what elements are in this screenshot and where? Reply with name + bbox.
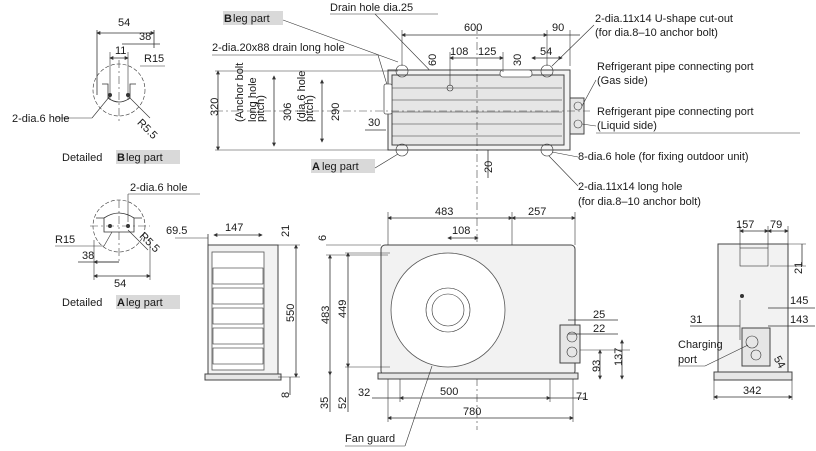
detail-b-caption-rest: leg part — [126, 152, 163, 164]
dim-30-top: 30 — [512, 54, 524, 66]
dim-290: 290 — [330, 103, 342, 121]
dim-22: 22 — [593, 323, 605, 335]
detail-a-view: 2-dia.6 hole R15 R5.5 38 54 Detailed A l… — [55, 182, 200, 309]
fix-hole-label: 8-dia.6 hole (for fixing outdoor unit) — [578, 151, 749, 163]
dim-54-right: 54 — [771, 354, 788, 371]
dim-500: 500 — [440, 386, 458, 398]
hole-pitch-1: (dia.6 hole — [296, 71, 308, 122]
dim-108-top: 108 — [450, 46, 468, 58]
detail-b-r55: R5.5 — [135, 117, 160, 142]
long-hole-label-2: (for dia.8–10 anchor bolt) — [578, 196, 701, 208]
dim-483-height: 483 — [320, 306, 332, 324]
anchor-pitch-1: (Anchor bolt — [234, 63, 246, 122]
dim-79: 79 — [770, 219, 782, 231]
dim-449: 449 — [337, 300, 349, 318]
detail-a-caption-rest: leg part — [126, 297, 163, 309]
anchor-pitch-2: long hole — [247, 77, 259, 122]
detail-a-dim-38: 38 — [82, 250, 94, 262]
dim-25: 25 — [593, 309, 605, 321]
detail-a-r15: R15 — [55, 234, 75, 246]
drain-hole-label: Drain hole dia.25 — [330, 2, 413, 14]
detail-b-caption-letter: B — [117, 152, 125, 164]
dim-147: 147 — [225, 222, 243, 234]
a-leg-label: leg part — [322, 161, 359, 173]
liquid-port-label-1: Refrigerant pipe connecting port — [597, 106, 754, 118]
drain-long-hole-label: 2-dia.20x88 drain long hole — [212, 42, 345, 54]
dim-8: 8 — [280, 392, 292, 398]
dim-60: 60 — [427, 54, 439, 66]
u-cutout-label-1: 2-dia.11x14 U-shape cut-out — [595, 13, 733, 25]
dim-483-width: 483 — [435, 206, 453, 218]
dim-93: 93 — [591, 360, 603, 372]
dim-320: 320 — [209, 98, 221, 116]
detail-b-dim-38: 38 — [139, 31, 151, 43]
front-view: 483 257 108 6 483 449 35 52 32 500 71 78… — [317, 206, 630, 447]
detail-b-view: 54 38 11 R15 2-dia.6 hole R5.5 Detailed … — [12, 17, 180, 164]
dim-143: 143 — [790, 314, 808, 326]
dim-69-5: 69.5 — [166, 225, 187, 237]
long-hole-label-1: 2-dia.11x14 long hole — [578, 181, 682, 193]
u-cutout-label-2: (for dia.8–10 anchor bolt) — [595, 27, 718, 39]
dim-600: 600 — [464, 22, 482, 34]
dim-54-top: 54 — [540, 46, 552, 58]
dim-35: 35 — [319, 397, 331, 409]
left-side-view: 69.5 147 21 550 8 — [166, 222, 300, 398]
dim-157: 157 — [736, 219, 754, 231]
detail-a-dim-54: 54 — [114, 278, 126, 290]
b-leg-letter: B — [224, 13, 232, 25]
dim-342: 342 — [743, 385, 761, 397]
detail-b-r15: R15 — [144, 53, 164, 65]
detail-b-caption: Detailed — [62, 152, 102, 164]
detail-a-caption-letter: A — [117, 297, 125, 309]
top-view: B leg part Drain hole dia.25 2-dia.20x88… — [209, 2, 800, 430]
dim-20: 20 — [483, 161, 495, 173]
dim-125: 125 — [478, 46, 496, 58]
right-side-view: 157 79 21 145 143 31 Charging port 54 34… — [678, 219, 815, 400]
liquid-port-label-2: (Liquid side) — [597, 120, 657, 132]
dim-780: 780 — [463, 406, 481, 418]
charging-port-label-1: Charging — [678, 339, 723, 351]
b-leg-label: leg part — [233, 13, 270, 25]
dim-21-right: 21 — [793, 262, 805, 274]
detail-b-hole-label: 2-dia.6 hole — [12, 113, 70, 125]
dim-71: 71 — [576, 391, 588, 403]
dim-32: 32 — [358, 387, 370, 399]
dim-21-side: 21 — [280, 225, 292, 237]
dim-145: 145 — [790, 295, 808, 307]
dim-6: 6 — [317, 235, 329, 241]
dim-90: 90 — [552, 22, 564, 34]
hole-pitch-2: pitch) — [304, 95, 316, 122]
dim-306: 306 — [282, 103, 294, 121]
dim-52: 52 — [337, 397, 349, 409]
detail-a-hole-label: 2-dia.6 hole — [130, 182, 188, 194]
fan-guard-label: Fan guard — [345, 433, 395, 445]
anchor-pitch-3: pitch) — [255, 95, 267, 122]
dim-550: 550 — [285, 304, 297, 322]
dim-108-front: 108 — [452, 225, 470, 237]
detail-b-dim-54: 54 — [118, 17, 130, 29]
a-leg-letter: A — [312, 161, 320, 173]
dim-31: 31 — [690, 314, 702, 326]
charging-port-label-2: port — [678, 354, 697, 366]
detail-a-caption: Detailed — [62, 297, 102, 309]
dim-137: 137 — [613, 348, 625, 366]
dim-30-left: 30 — [368, 117, 380, 129]
gas-port-label-2: (Gas side) — [597, 75, 648, 87]
detail-b-dim-11: 11 — [115, 45, 126, 57]
dim-257: 257 — [528, 206, 546, 218]
gas-port-label-1: Refrigerant pipe connecting port — [597, 61, 754, 73]
